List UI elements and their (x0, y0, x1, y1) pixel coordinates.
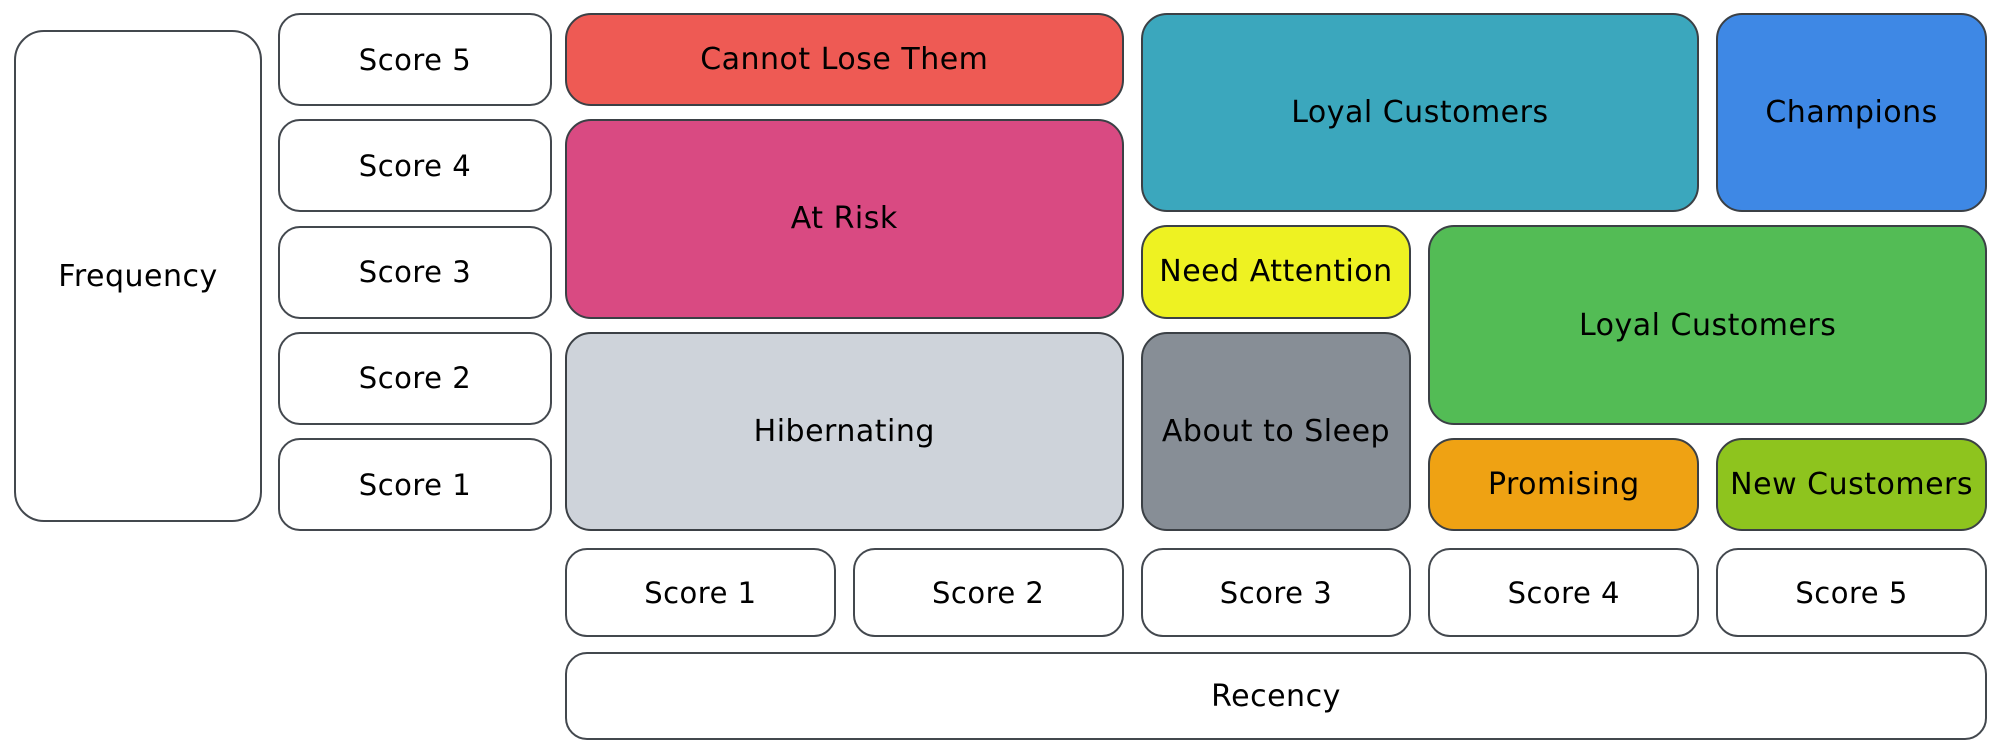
recency-score-label: Score 4 (1507, 575, 1620, 610)
segment-label: New Customers (1730, 466, 1973, 502)
segment-label: Loyal Customers (1291, 95, 1549, 131)
segment-cannot-lose-them: Cannot Lose Them (565, 13, 1124, 107)
frequency-score-column: Score 5 Score 4 Score 3 Score 2 Score 1 (278, 13, 552, 531)
segment-label: Need Attention (1159, 254, 1393, 290)
frequency-score-box-3: Score 3 (278, 225, 552, 319)
recency-score-label: Score 2 (931, 575, 1045, 610)
frequency-score-label: Score 1 (358, 467, 472, 502)
segment-label: At Risk (790, 201, 898, 237)
frequency-score-box-1: Score 1 (278, 438, 552, 531)
segment-new-customers: New Customers (1716, 437, 1987, 531)
recency-axis-box: Recency (565, 652, 1987, 740)
segment-loyal-customers: Loyal Customers (1140, 13, 1700, 213)
segment-label: About to Sleep (1161, 413, 1391, 449)
recency-score-box-3: Score 3 (1140, 548, 1412, 637)
segment-label: Loyal Customers (1578, 307, 1837, 343)
recency-score-box-2: Score 2 (852, 548, 1124, 637)
segment-label: Hibernating (753, 413, 935, 449)
segment-label: Champions (1765, 95, 1938, 131)
segment-loyal-customers: Loyal Customers (1428, 225, 1987, 425)
frequency-score-label: Score 5 (358, 42, 472, 77)
frequency-score-label: Score 2 (358, 361, 472, 396)
segment-label: Promising (1487, 466, 1640, 502)
segment-label: Cannot Lose Them (700, 42, 989, 78)
frequency-axis-box: Frequency (14, 30, 262, 522)
recency-score-box-5: Score 5 (1716, 548, 1987, 637)
recency-score-box-4: Score 4 (1428, 548, 1700, 637)
segment-at-risk: At Risk (565, 119, 1124, 319)
recency-score-box-1: Score 1 (565, 548, 836, 637)
segment-about-to-sleep: About to Sleep (1140, 331, 1412, 531)
frequency-score-box-5: Score 5 (278, 13, 552, 106)
recency-score-label: Score 5 (1795, 575, 1908, 610)
frequency-score-label: Score 4 (358, 148, 472, 183)
recency-score-label: Score 1 (644, 575, 757, 610)
frequency-score-box-2: Score 2 (278, 331, 552, 425)
segment-champions: Champions (1716, 13, 1987, 213)
frequency-score-label: Score 3 (358, 255, 472, 289)
frequency-score-box-4: Score 4 (278, 119, 552, 213)
segment-hibernating: Hibernating (565, 331, 1124, 531)
frequency-axis-label: Frequency (58, 258, 218, 294)
segment-need-attention: Need Attention (1140, 225, 1412, 319)
segment-promising: Promising (1428, 437, 1700, 531)
recency-axis-label: Recency (1211, 678, 1341, 714)
recency-score-label: Score 3 (1219, 575, 1333, 610)
recency-score-row: Score 1 Score 2 Score 3 Score 4 Score 5 (565, 548, 1987, 637)
